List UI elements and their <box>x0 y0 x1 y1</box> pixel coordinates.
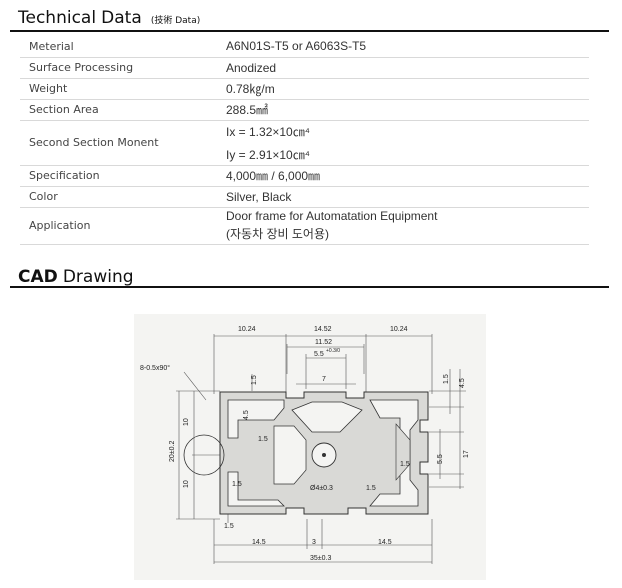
cad-drawing: 10.24 14.52 10.24 11.52 5.5 +0.3/0 7 8-0… <box>134 314 486 580</box>
row-value: Door frame for Automatation Equipment (자… <box>217 207 589 245</box>
dim-inner-width: 11.52 <box>315 339 332 346</box>
row-label: Color <box>20 186 217 208</box>
table-row: Meterial A6N01S-T5 or A6063S-T5 <box>20 36 589 58</box>
dim-web-thick: 1.5 <box>258 436 268 443</box>
row-value-line1: Ix = 1.32×10㎝⁴ <box>226 124 310 139</box>
aluminum-profile <box>183 391 429 515</box>
row-value: A6N01S-T5 or A6063S-T5 <box>217 36 589 58</box>
row-label: Specification <box>20 165 217 187</box>
table-row: Second Section Monent Ix = 1.32×10㎝⁴ Iy … <box>20 120 589 166</box>
row-label: Meterial <box>20 36 217 58</box>
dim-bottom-mid: 3 <box>312 539 316 546</box>
dim-left-web: 1.5 <box>232 481 242 488</box>
dim-right-web: 1.5 <box>400 461 410 468</box>
dim-chamfer: 8-0.5x90° <box>140 364 170 372</box>
row-value: Silver, Black <box>217 186 589 208</box>
dim-slot-tol: +0.3/0 <box>326 348 340 354</box>
dim-overall: 35±0.3 <box>310 555 331 562</box>
dim-right-17: 17 <box>463 450 470 458</box>
dim-right-55: 5.5 <box>437 454 444 464</box>
row-value: 0.78㎏/m <box>217 78 589 100</box>
dim-lip-depth: 4.5 <box>243 410 250 420</box>
dim-top-left: 10.24 <box>238 326 256 333</box>
title-word-data: Data <box>101 8 142 28</box>
cad-drawing-title: CAD Drawing <box>18 267 134 287</box>
spec-table: Meterial A6N01S-T5 or A6063S-T5 Surface … <box>20 36 589 245</box>
title-word-drawing: Drawing <box>62 267 134 287</box>
table-row: Surface Processing Anodized <box>20 57 589 79</box>
dim-slot-inner: 7 <box>322 376 326 383</box>
dim-bottom-left: 14.5 <box>252 539 266 546</box>
dim-right-15: 1.5 <box>443 374 450 384</box>
dim-bottom-wall: 1.5 <box>224 523 234 530</box>
dim-right-45: 4.5 <box>459 378 466 388</box>
dim-height: 20±0.2 <box>169 441 176 462</box>
dim-bore: Ø4±0.3 <box>310 485 333 492</box>
row-label: Surface Processing <box>20 57 217 79</box>
dim-top-mid: 14.52 <box>314 326 332 333</box>
row-label: Section Area <box>20 99 217 121</box>
dim-slot-open: 5.5 <box>314 351 324 358</box>
title-word-cad: CAD <box>18 267 58 287</box>
row-value: Anodized <box>217 57 589 79</box>
row-value: 288.5㎟ <box>217 99 589 121</box>
row-value-line1: Door frame for Automatation Equipment <box>226 209 438 223</box>
row-value-line2: Iy = 2.91×10㎝⁴ <box>226 147 310 162</box>
dim-left-10-top: 10 <box>183 418 190 426</box>
table-row: Section Area 288.5㎟ <box>20 99 589 121</box>
dim-top-right: 10.24 <box>390 326 408 333</box>
dim-bot-web: 1.5 <box>366 485 376 492</box>
table-row: Application Door frame for Automatation … <box>20 207 589 245</box>
technical-data-title: Technical Data (技術 Data) <box>18 8 200 28</box>
row-label: Second Section Monent <box>20 120 217 166</box>
title-rule <box>10 30 609 32</box>
dim-bottom-right: 14.5 <box>378 539 392 546</box>
table-row: Weight 0.78㎏/m <box>20 78 589 100</box>
dimension-lines <box>176 334 466 564</box>
row-label: Weight <box>20 78 217 100</box>
title-word-technical: Technical <box>18 8 97 28</box>
row-label: Application <box>20 207 217 245</box>
dim-left-10-bot: 10 <box>183 480 190 488</box>
row-value: Ix = 1.32×10㎝⁴ Iy = 2.91×10㎝⁴ <box>217 120 589 166</box>
row-value: 4,000㎜ / 6,000㎜ <box>217 165 589 187</box>
table-row: Specification 4,000㎜ / 6,000㎜ <box>20 165 589 187</box>
profile-drawing-svg: 10.24 14.52 10.24 11.52 5.5 +0.3/0 7 8-0… <box>140 326 470 564</box>
dim-wall-top: 1.5 <box>251 375 258 385</box>
title-subtitle: (技術 Data) <box>150 16 201 26</box>
table-row: Color Silver, Black <box>20 186 589 208</box>
cad-title-rule <box>10 286 609 288</box>
row-value-line2: (자동차 장비 도어용) <box>226 227 329 241</box>
